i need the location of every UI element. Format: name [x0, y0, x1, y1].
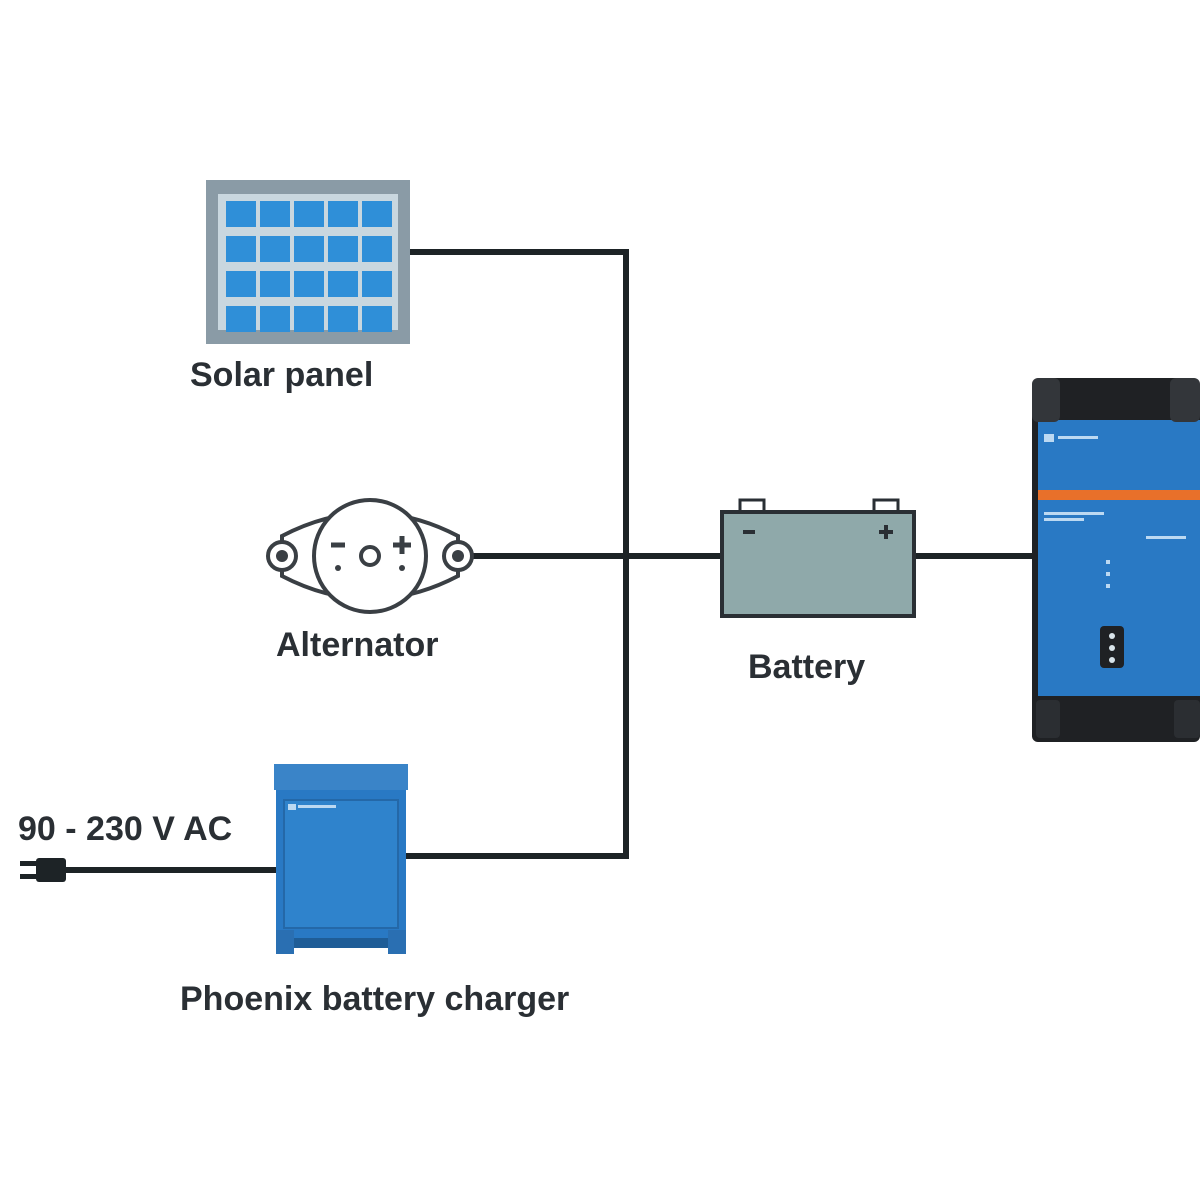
alternator-icon: [266, 498, 474, 614]
wiring: [61, 249, 1037, 873]
solar-cell: [362, 271, 392, 297]
solar-cell: [328, 306, 358, 332]
solar-cell: [328, 201, 358, 227]
inverter-icon: [1032, 378, 1200, 742]
solar-cell: [226, 236, 256, 262]
ac-input-label: 90 - 230 V AC: [18, 810, 233, 848]
solar-panel-label: Solar panel: [190, 356, 374, 394]
alternator-label: Alternator: [276, 626, 439, 664]
battery-label: Battery: [748, 648, 866, 686]
ac-plug-icon: [20, 858, 66, 882]
solar-cell: [362, 306, 392, 332]
solar-cell: [260, 201, 290, 227]
solar-cell: [226, 201, 256, 227]
battery-icon: [720, 498, 916, 618]
solar-cell: [260, 271, 290, 297]
wire-solar-to-bus: [405, 249, 629, 859]
solar-cell: [260, 236, 290, 262]
solar-cell: [362, 201, 392, 227]
solar-cells: [226, 201, 392, 332]
solar-cell: [328, 271, 358, 297]
solar-cell: [362, 236, 392, 262]
solar-cell: [260, 306, 290, 332]
solar-panel-icon: [206, 180, 410, 344]
solar-cell: [294, 201, 324, 227]
solar-cell: [226, 306, 256, 332]
charger-label: Phoenix battery charger: [180, 980, 570, 1018]
solar-cell: [226, 271, 256, 297]
solar-cell: [294, 271, 324, 297]
solar-cell: [294, 236, 324, 262]
battery-charger-icon: [274, 764, 408, 954]
solar-cell: [328, 236, 358, 262]
solar-cell: [294, 306, 324, 332]
